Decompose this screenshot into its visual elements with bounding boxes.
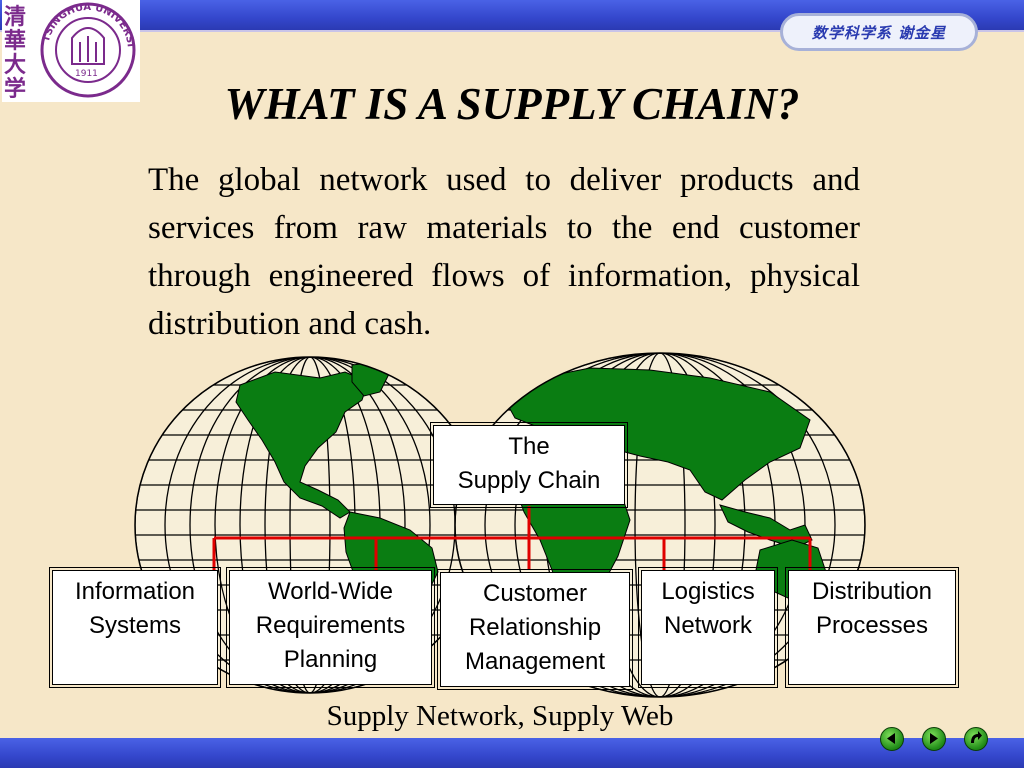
component-label: Information Systems [74,578,196,639]
svg-text:1911: 1911 [75,69,98,79]
svg-text:大: 大 [4,52,26,78]
component-box-customer-relationship-management: Customer Relationship Management [437,569,633,690]
center-box-label: The Supply Chain [457,433,601,494]
connector-lines [212,506,812,570]
forward-arrow-icon[interactable] [922,727,946,751]
component-label: World-Wide Requirements Planning [255,578,406,673]
component-label: Logistics Network [661,578,755,639]
top-bar-strip [0,30,1024,32]
component-box-information-systems: Information Systems [49,567,221,688]
component-box-distribution-processes: Distribution Processes [785,567,959,688]
tsinghua-seal-icon: 清 華 大 学 TSINGHUA UNIVERSITY 1911 [0,0,136,102]
component-label: Distribution Processes [811,578,933,639]
svg-text:清: 清 [4,4,26,30]
svg-text:華: 華 [4,28,26,54]
definition-text: The global network used to deliver produ… [148,162,860,342]
department-label-text: 数学科学系 谢金星 [811,23,947,42]
svg-text:学: 学 [4,76,26,102]
university-logo: 清 華 大 学 TSINGHUA UNIVERSITY 1911 [0,0,140,102]
department-label: 数学科学系 谢金星 [780,13,978,51]
component-box-world-wide-requirements-planning: World-Wide Requirements Planning [226,567,435,688]
bottom-bar [0,738,1024,768]
return-icon[interactable] [964,727,988,751]
component-box-logistics-network: Logistics Network [638,567,778,688]
diagram-caption: Supply Network, Supply Web [326,700,674,732]
back-arrow-icon[interactable] [880,727,904,751]
page-title: WHAT IS A SUPPLY CHAIN? [224,79,800,129]
component-label: Customer Relationship Management [464,580,606,675]
supply-chain-center-box: The Supply Chain [430,422,628,508]
